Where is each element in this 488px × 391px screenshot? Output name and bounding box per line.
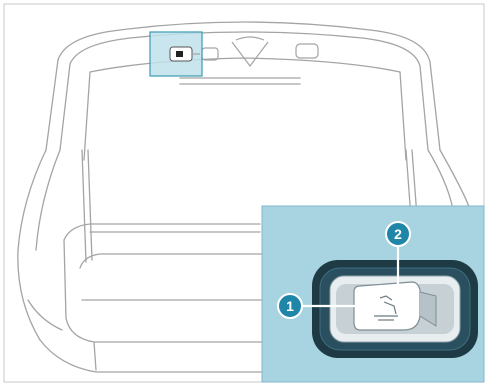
switch-location-dot bbox=[176, 51, 183, 57]
callout-1-label: 1 bbox=[286, 298, 294, 314]
callout-2-label: 2 bbox=[394, 226, 402, 242]
callout-1: 1 bbox=[278, 294, 302, 318]
callout-2: 2 bbox=[386, 222, 410, 246]
detail-inset bbox=[262, 206, 484, 382]
